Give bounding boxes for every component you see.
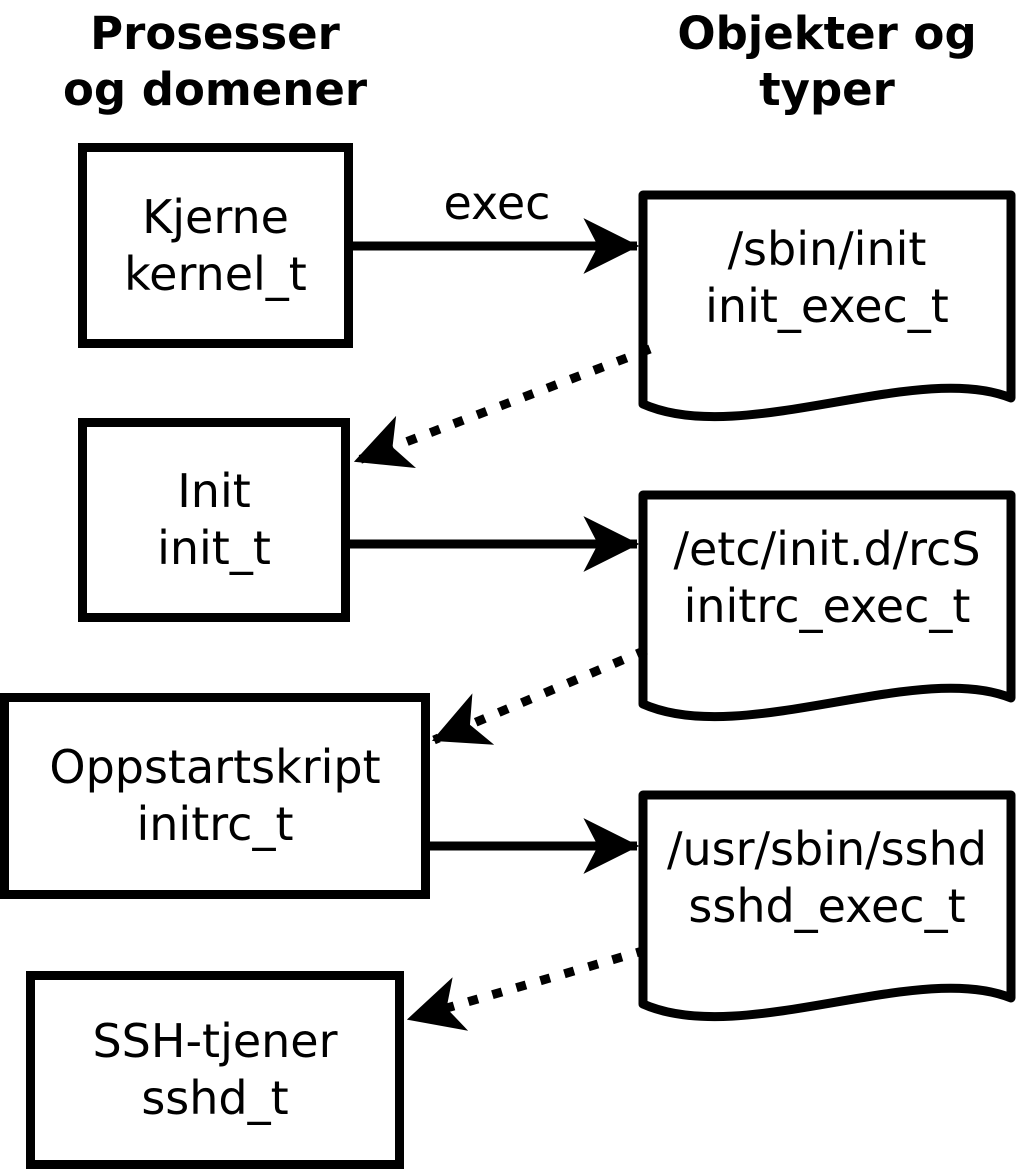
exec-arrow-label: exec xyxy=(443,176,551,230)
process-name: SSH-tjener xyxy=(92,1014,338,1068)
object-type: init_exec_t xyxy=(705,279,949,333)
left-column-title: Prosesser og domener xyxy=(62,7,368,116)
process-name: Kjerne xyxy=(142,189,289,244)
process-box-initrc: Oppstartskript initrc_t xyxy=(0,693,430,899)
transition-arrow-init-exec-to-init-t xyxy=(353,344,652,469)
document-shape-sbin-init xyxy=(638,190,1016,422)
document-shape-etc-initd-rcs xyxy=(638,490,1016,722)
transition-arrow-initrc-exec-to-initrc-t xyxy=(431,645,648,745)
object-path: /sbin/init xyxy=(727,222,927,276)
process-domain-type: initrc_t xyxy=(136,797,294,851)
transition-arrow-sshd-exec-to-sshd-t xyxy=(406,945,648,1031)
process-domain-type: kernel_t xyxy=(124,246,307,301)
object-path: /usr/sbin/sshd xyxy=(667,822,987,876)
process-domain-type: sshd_t xyxy=(141,1071,289,1125)
object-path: /etc/init.d/rcS xyxy=(673,522,981,576)
object-label-etc-initd-rcs: /etc/init.d/rcS initrc_exec_t xyxy=(643,521,1011,635)
document-shape-usr-sbin-sshd xyxy=(638,790,1016,1022)
object-type: initrc_exec_t xyxy=(683,579,971,633)
object-label-usr-sbin-sshd: /usr/sbin/sshd sshd_exec_t xyxy=(643,821,1011,935)
process-box-sshd: SSH-tjener sshd_t xyxy=(26,971,404,1169)
process-name: Oppstartskript xyxy=(49,740,381,794)
object-type: sshd_exec_t xyxy=(688,879,966,933)
process-domain-type: init_t xyxy=(157,521,271,575)
object-label-sbin-init: /sbin/init init_exec_t xyxy=(643,221,1011,335)
process-box-init: Init init_t xyxy=(78,418,350,622)
process-box-kernel: Kjerne kernel_t xyxy=(78,143,353,348)
process-name: Init xyxy=(177,464,251,518)
right-column-title: Objekter og typer xyxy=(677,7,977,116)
